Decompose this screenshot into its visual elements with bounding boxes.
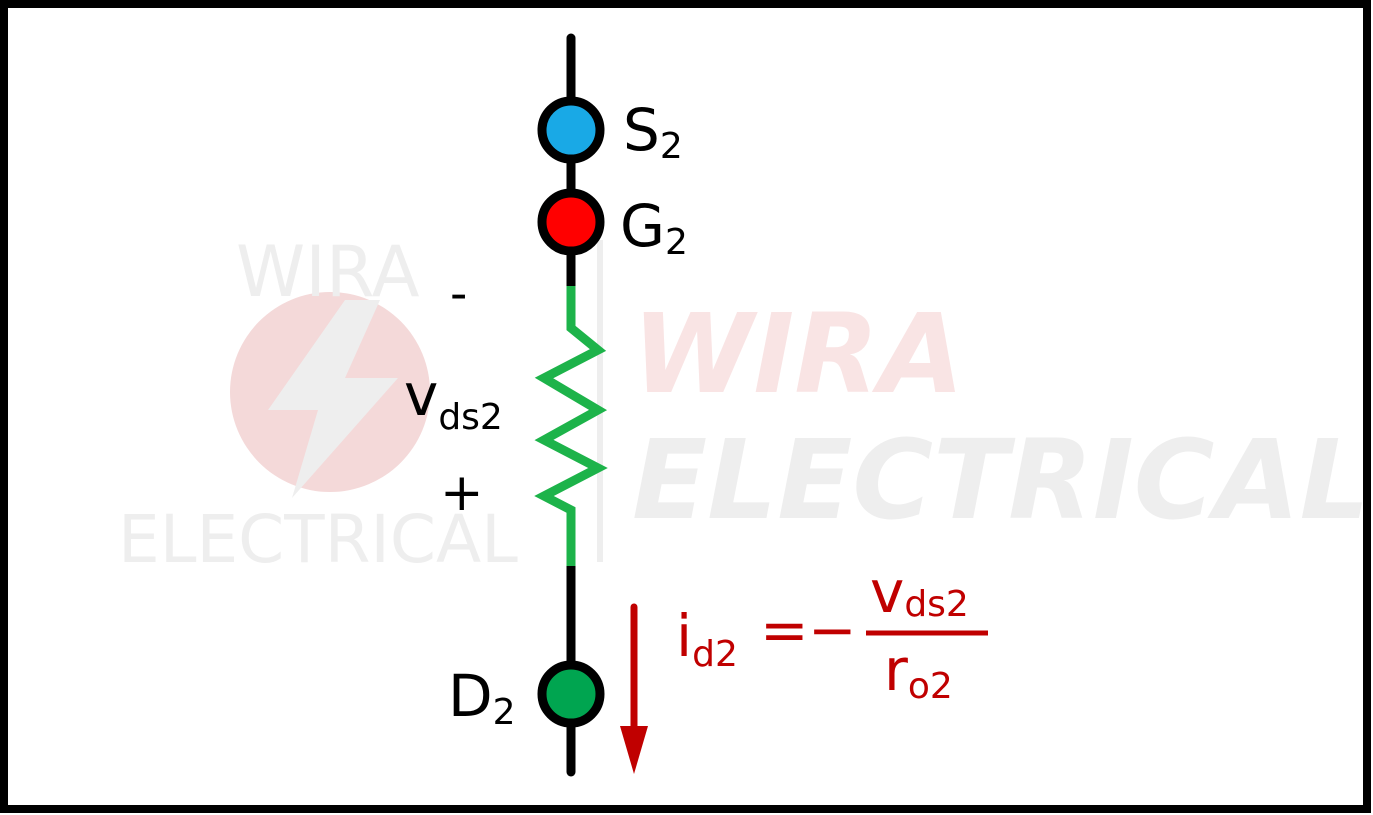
watermark: WIRA ELECTRICAL WIRA ELECTRICAL: [118, 231, 1370, 578]
watermark-logo-top: WIRA: [236, 231, 420, 313]
watermark-divider: [597, 240, 603, 562]
gate-label: G2: [620, 192, 688, 263]
equation-lhs: id2: [676, 602, 738, 675]
equation-minus: −: [808, 596, 857, 664]
source-node: [537, 96, 605, 164]
equation-numerator: vds2: [870, 558, 969, 626]
current-equation: id2 = − vds2 ro2: [676, 558, 988, 707]
equation-equals: =: [760, 596, 809, 664]
current-arrow-head-icon: [620, 726, 648, 774]
gate-node: [537, 188, 605, 256]
watermark-bolt-icon: [268, 300, 398, 498]
polarity-minus: -: [450, 266, 467, 322]
equation-denominator: ro2: [884, 636, 953, 707]
watermark-big-line2: ELECTRICAL: [632, 416, 1370, 544]
drain-node: [537, 660, 605, 728]
watermark-logo-bottom: ELECTRICAL: [118, 501, 518, 578]
polarity-plus: +: [440, 463, 484, 523]
source-label: S2: [623, 96, 683, 167]
current-arrow: [620, 603, 648, 774]
watermark-big-line1: WIRA: [632, 290, 964, 418]
voltage-label: vds2: [404, 361, 503, 438]
output-resistance-resistor: [534, 286, 608, 566]
drain-label: D2: [448, 662, 516, 733]
